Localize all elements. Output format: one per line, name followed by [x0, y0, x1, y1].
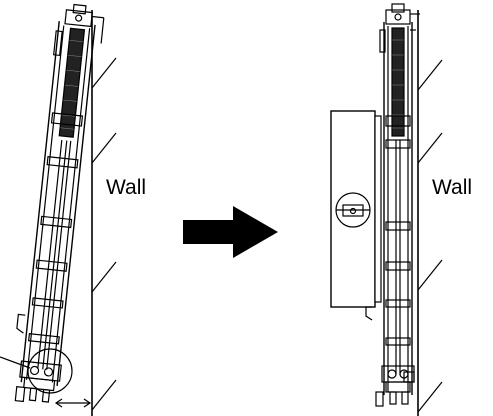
mounted-panel: [330, 110, 382, 321]
panel-after: [330, 3, 443, 416]
panel-before: [0, 3, 117, 416]
detail-circle: [27, 348, 73, 394]
gap-dimension: [54, 398, 92, 408]
left-wall: [91, 10, 117, 416]
spring-coil-right: [391, 27, 405, 137]
vertical-device: [375, 3, 420, 407]
spring-coil: [58, 27, 86, 138]
wall-label-left: Wall: [106, 176, 146, 199]
wall-label-right: Wall: [432, 176, 472, 199]
right-wall: [417, 10, 443, 416]
tilted-device: [14, 3, 105, 403]
right-arrow-icon: [183, 206, 278, 258]
